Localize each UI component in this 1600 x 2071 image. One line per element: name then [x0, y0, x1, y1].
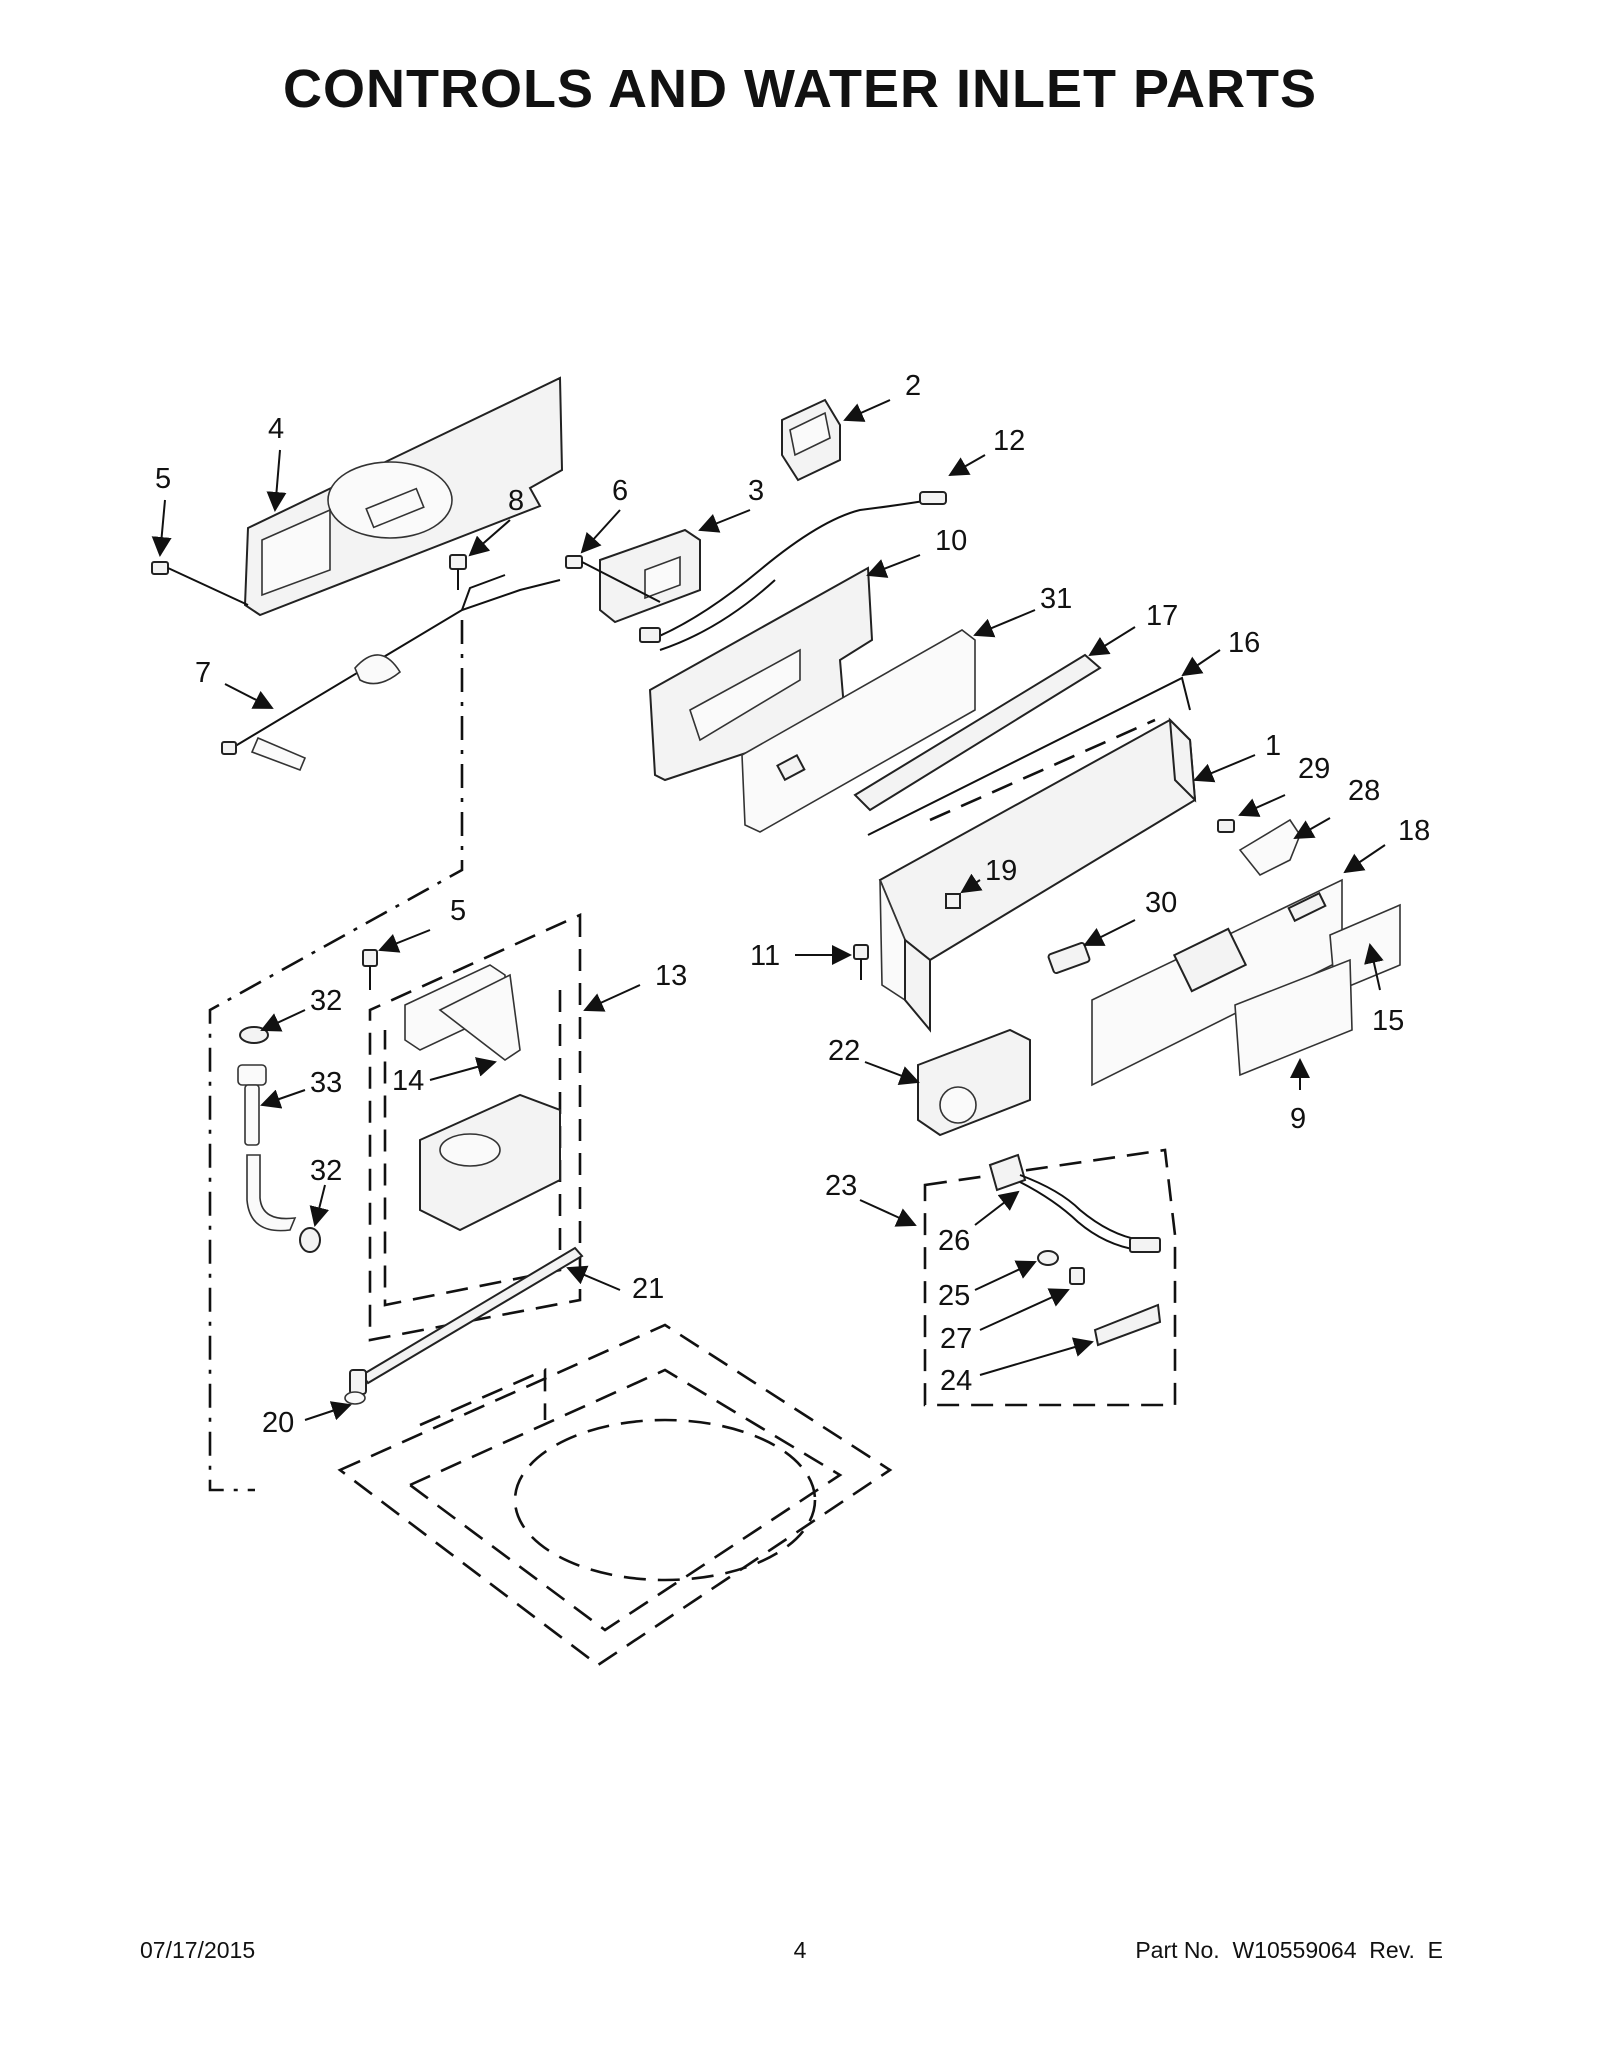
callout-29: 29 [1298, 753, 1330, 785]
callout-31: 31 [1040, 583, 1072, 615]
callout-12: 12 [993, 425, 1025, 457]
footer-part-number: Part No. W10559064 Rev. E [1135, 1937, 1443, 1963]
screw-5-lower [362, 949, 378, 990]
console-1 [878, 717, 1197, 1033]
power-cord-7 [221, 574, 561, 772]
screw-11 [853, 944, 869, 980]
callout-3: 3 [748, 475, 764, 507]
callout-labels: 2 12 4 5 8 6 3 10 31 17 16 7 1 29 28 18 … [155, 370, 1430, 1439]
display-cover-9 [1234, 958, 1353, 1077]
callout-26: 26 [938, 1225, 970, 1257]
trim-strip-17 [853, 653, 1102, 812]
callout-22: 22 [828, 1035, 860, 1067]
callout-20: 20 [262, 1407, 294, 1439]
callout-14: 14 [392, 1065, 424, 1097]
top-cabinet-outline [337, 1323, 893, 1667]
callout-7: 7 [195, 657, 211, 689]
callout-24: 24 [940, 1365, 972, 1397]
callout-33: 33 [310, 1067, 342, 1099]
bracket-31 [741, 629, 976, 833]
callout-15: 15 [1372, 1005, 1404, 1037]
page-title: CONTROLS AND WATER INLET PARTS [283, 59, 1317, 119]
leader-lines [151, 399, 1386, 1421]
bracket-24 [1093, 1303, 1162, 1347]
washer-32-bottom [299, 1227, 321, 1253]
knob-module-22 [917, 1028, 1031, 1137]
callout-5-lower: 5 [450, 895, 466, 927]
callout-17: 17 [1146, 600, 1178, 632]
inlet-hose-33 [237, 1064, 297, 1232]
callout-6: 6 [612, 475, 628, 507]
callout-10: 10 [935, 525, 967, 557]
control-module-3 [599, 528, 701, 624]
footer-date: 07/17/2015 [140, 1937, 256, 1963]
callout-27: 27 [940, 1323, 972, 1355]
wire-16 [867, 676, 1191, 836]
callout-23: 23 [825, 1170, 857, 1202]
screw-29 [1217, 819, 1235, 833]
callout-5-top: 5 [155, 463, 171, 495]
callout-4: 4 [268, 413, 284, 445]
callout-11: 11 [750, 940, 780, 972]
callout-25: 25 [938, 1280, 970, 1312]
callout-19: 19 [985, 855, 1017, 887]
grommet-25 [1037, 1250, 1059, 1266]
harness-26 [988, 1153, 1161, 1253]
harness-kit-outline-23 [923, 1148, 1177, 1407]
screw-8 [449, 554, 467, 590]
callout-21: 21 [632, 1273, 664, 1305]
screw-6 [565, 555, 661, 603]
callout-8: 8 [508, 485, 524, 517]
wire-harness-12 [639, 491, 947, 651]
callout-13: 13 [655, 960, 687, 992]
callout-16: 16 [1228, 627, 1260, 659]
water-valve-14 [404, 964, 561, 1232]
callout-30: 30 [1145, 887, 1177, 919]
clamp-20 [344, 1369, 367, 1405]
rear-panel-4 [243, 376, 564, 617]
tube-21 [360, 1246, 584, 1385]
callout-9: 9 [1290, 1103, 1306, 1135]
footer-page-number: 4 [793, 1937, 807, 1963]
callout-1: 1 [1265, 730, 1281, 762]
callout-2: 2 [905, 370, 921, 402]
callout-18: 18 [1398, 815, 1430, 847]
connector-30 [1047, 941, 1091, 975]
callout-28: 28 [1348, 775, 1380, 807]
screw-5-top [151, 561, 249, 606]
clip-28 [1238, 818, 1301, 877]
callout-32-top: 32 [310, 985, 342, 1017]
connection-dashline-cord [208, 620, 464, 1492]
callout-32-bottom: 32 [310, 1155, 342, 1187]
screw-27 [1069, 1267, 1085, 1285]
transformer-2 [781, 398, 841, 482]
valve-assembly-outline-13 [368, 912, 582, 1342]
